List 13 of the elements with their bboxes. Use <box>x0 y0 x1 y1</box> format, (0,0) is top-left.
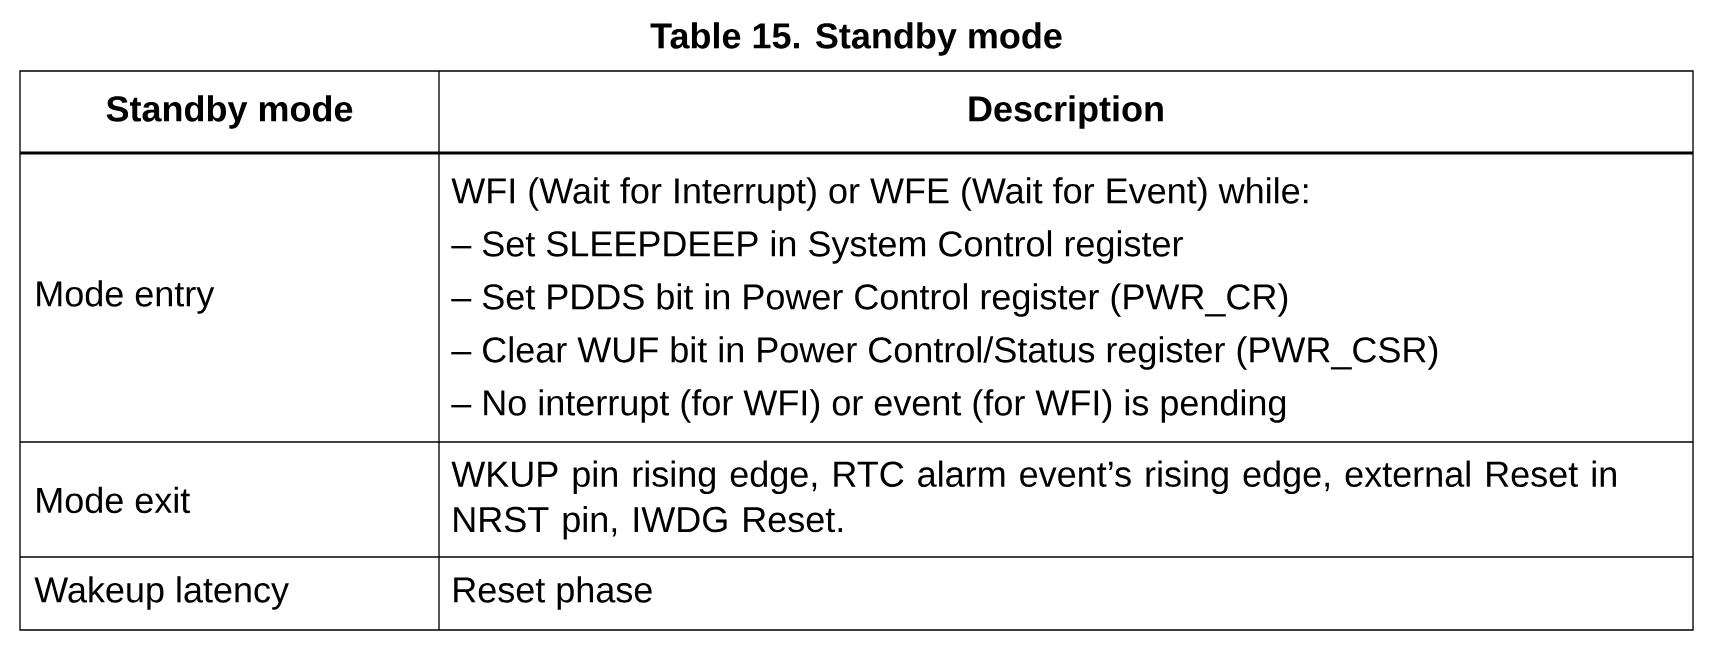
table-cell: Mode entry <box>37 280 215 314</box>
table-cell: Wakeup latency <box>34 576 289 610</box>
table-cell: Mode exit <box>37 486 191 514</box>
table-cell: WFI (Wait for Interrupt) or WFE (Wait for Event) while: <box>451 177 1308 211</box>
header-cell: Standby mode <box>106 95 353 129</box>
table-cell: – Clear WUF bit in Power Control/Status register (PWR_CSR) <box>451 336 1438 370</box>
table-cell: WKUP pin rising edge, RTC alarm event’s rising edge, external Reset in NRST pin, IWDG Reset. <box>451 460 1616 540</box>
table-cell: – No interrupt (for WFI) or event (for WFI) is pending <box>451 389 1286 423</box>
header-cell: Description <box>969 95 1163 129</box>
table-cell: Reset phase <box>454 576 652 610</box>
table-title: Table 15. Standby mode <box>650 22 1062 56</box>
table-cell: – Set SLEEPDEEP in System Control register <box>451 230 1183 264</box>
table-cell: – Set PDDS bit in Power Control register (PWR_CR) <box>451 283 1288 317</box>
